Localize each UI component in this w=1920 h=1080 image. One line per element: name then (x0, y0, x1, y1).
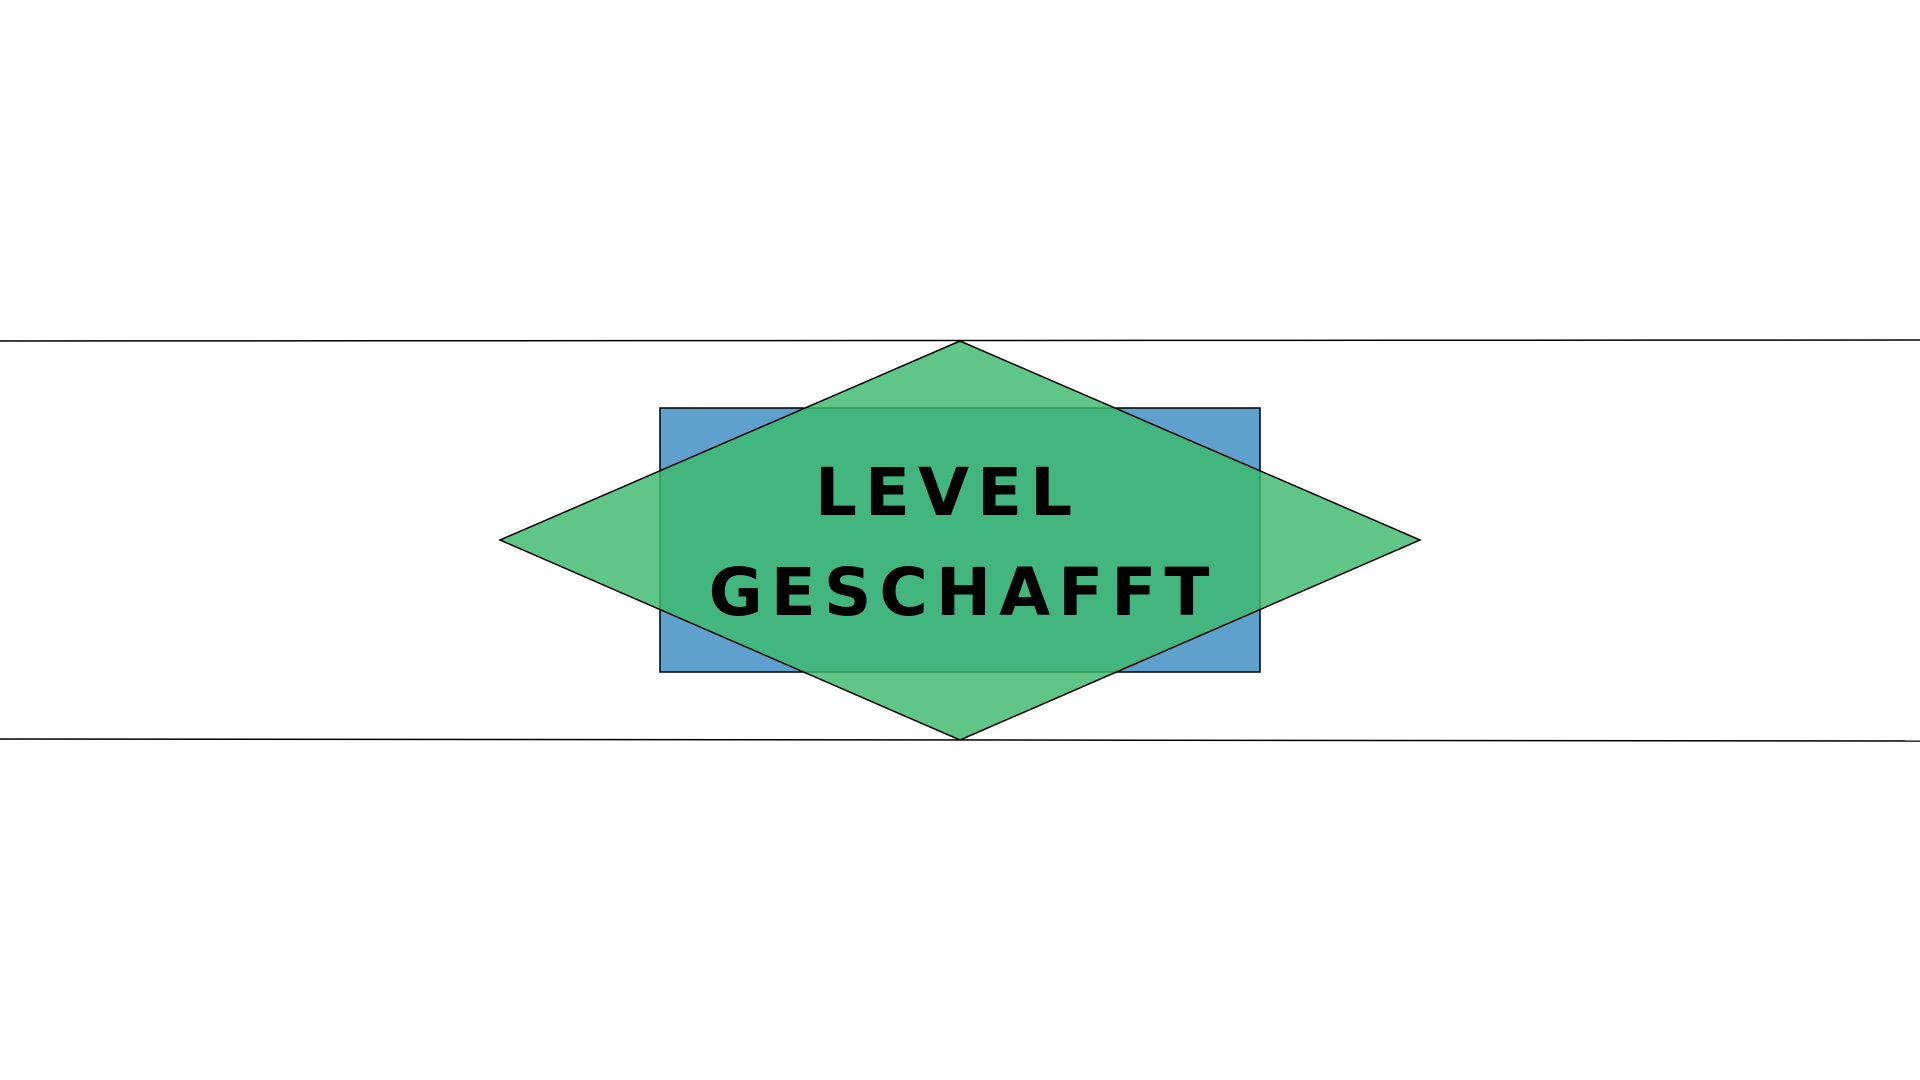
level-complete-title: LEVEL GESCHAFFT (709, 454, 1218, 631)
banner-diamond (498, 340, 1422, 741)
title-line-2: GESCHAFFT (709, 554, 1218, 631)
title-line-1: LEVEL (815, 454, 1080, 531)
